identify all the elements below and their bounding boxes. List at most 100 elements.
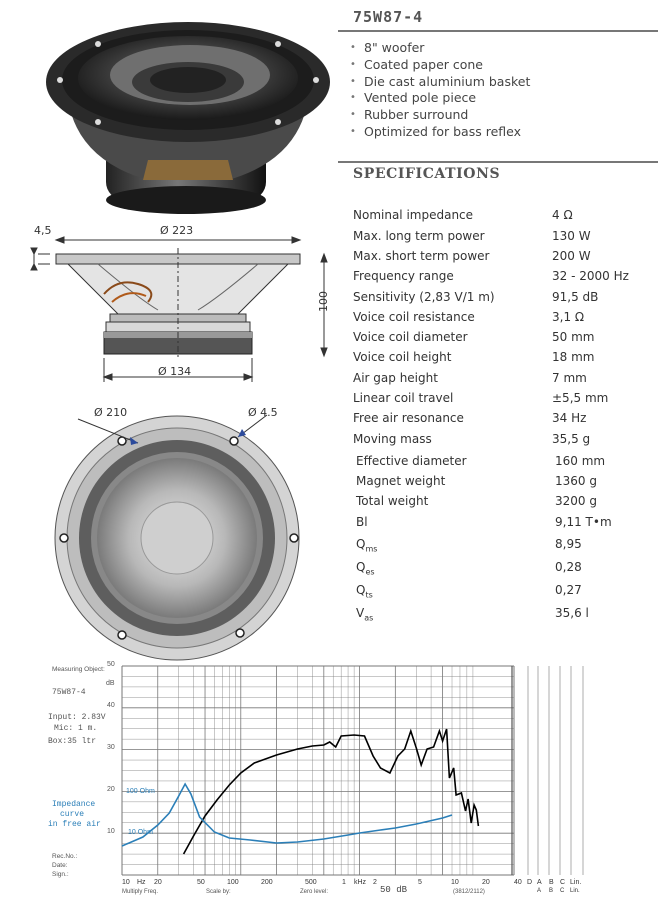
spec-row: Air gap height 7 mm	[353, 368, 653, 388]
spec-row: Max. long term power 130 W	[353, 226, 653, 246]
feature-item: Rubber surround	[348, 107, 530, 124]
spec-label: Total weight	[356, 494, 429, 508]
spec-value: 3200 g	[555, 494, 597, 508]
weighting-header: D	[527, 879, 533, 886]
rec-no-label: Rec.No.:	[52, 853, 78, 860]
x-tick-label: 20	[482, 879, 490, 886]
spec-row: Bl 9,11 T•m	[356, 512, 656, 532]
spec-row: Qts 0,27	[356, 580, 656, 600]
x-tick-label: Hz	[137, 879, 146, 886]
spec-row: Total weight 3200 g	[356, 491, 656, 511]
spec-value: 200 W	[552, 249, 591, 263]
spec-label: Qts	[356, 580, 373, 605]
spec-row: Voice coil diameter 50 mm	[353, 327, 653, 347]
spec-row: Voice coil resistance 3,1 Ω	[353, 307, 653, 327]
spec-row: Vas 35,6 l	[356, 603, 656, 623]
impedance-note-line: Impedance	[52, 800, 96, 809]
specifications-title: SPECIFICATIONS	[353, 166, 501, 182]
spec-row: Effective diameter 160 mm	[356, 451, 656, 471]
spec-label: Nominal impedance	[353, 208, 474, 222]
spec-label: Air gap height	[353, 371, 438, 385]
x-tick-label: 5	[418, 879, 422, 886]
side-dimension-drawing	[30, 236, 328, 382]
model-title: 75W87-4	[353, 8, 424, 26]
spec-value: 34 Hz	[552, 411, 587, 425]
weighting-footer: Lin.	[570, 888, 580, 894]
spec-label: Effective diameter	[356, 454, 467, 468]
y-tick-label: 20	[107, 786, 115, 793]
magnet-width-label: Ø 134	[158, 365, 192, 378]
weighting-header: Lin.	[570, 879, 582, 886]
spec-value: 91,5 dB	[552, 290, 599, 304]
spec-value: 35,5 g	[552, 432, 591, 446]
spec-symbol: V	[356, 606, 365, 620]
weighting-header: B	[549, 879, 554, 886]
front-hole-label: Ø 4.5	[248, 406, 278, 419]
side-height-label: 100	[317, 291, 330, 312]
spec-label: Voice coil height	[353, 350, 452, 364]
feature-item: Optimized for bass reflex	[348, 124, 530, 141]
spec-row: Qms 8,95	[356, 534, 656, 554]
spec-value: ±5,5 mm	[552, 391, 609, 405]
y-tick-label: 10	[107, 828, 115, 835]
spec-value: 32 - 2000 Hz	[552, 269, 629, 283]
spec-subscript: ms	[365, 544, 378, 554]
spec-row: Magnet weight 1360 g	[356, 471, 656, 491]
spec-value: 160 mm	[555, 454, 606, 468]
spec-value: 3,1 Ω	[552, 310, 585, 324]
feature-list: 8" woofer Coated paper cone Die cast alu…	[348, 40, 530, 141]
measuring-object-value: 75W87-4	[52, 688, 86, 697]
spec-row: Nominal impedance 4 Ω	[353, 205, 653, 225]
sign-label: Sign.:	[52, 871, 69, 878]
specs-rule	[338, 161, 658, 163]
measurement-info-panel: Measuring Object: 75W87-4 Input: 2.83V M…	[46, 660, 116, 904]
weighting-header: A	[537, 879, 542, 886]
impedance-note-line: in free air	[48, 820, 101, 829]
spec-symbol: Q	[356, 537, 366, 551]
spec-label: Voice coil resistance	[353, 310, 475, 324]
impedance-curve	[121, 782, 453, 847]
spec-subscript: es	[365, 567, 375, 577]
x-tick-label: 10	[122, 879, 130, 886]
spec-label: Free air resonance	[353, 411, 464, 425]
spec-label: Moving mass	[353, 432, 432, 446]
spec-subscript: ts	[365, 590, 373, 600]
form-code: (3812/2112)	[453, 889, 485, 895]
y-tick-label: 50	[107, 661, 115, 668]
multiply-freq-label: Multiply Freq.	[122, 889, 159, 895]
side-width-label: Ø 223	[160, 224, 194, 237]
spec-row: Frequency range 32 - 2000 Hz	[353, 266, 653, 286]
spec-value: 0,27	[555, 583, 582, 597]
spec-label: Max. long term power	[353, 229, 485, 243]
spec-row: Linear coil travel ±5,5 mm	[353, 388, 653, 408]
weighting-footer: B	[549, 888, 554, 894]
woofer-product-photo	[46, 22, 330, 214]
spec-value: 7 mm	[552, 371, 587, 385]
spec-value: 1360 g	[555, 474, 597, 488]
feature-item: Die cast aluminium basket	[348, 74, 530, 91]
x-tick-label: 500	[305, 879, 317, 886]
x-tick-label: 10	[451, 879, 459, 886]
measurement-mic: Mic: 1 m.	[54, 724, 98, 733]
frequency-response-curve	[182, 728, 480, 855]
spec-value: 130 W	[552, 229, 591, 243]
spec-row: Free air resonance 34 Hz	[353, 408, 653, 428]
x-tick-label: kHz	[354, 879, 367, 886]
x-tick-label: 50	[197, 879, 205, 886]
spec-label: Vas	[356, 603, 373, 628]
spec-value: 9,11 T•m	[555, 515, 612, 529]
weighting-header: C	[560, 879, 566, 886]
spec-value: 50 mm	[552, 330, 595, 344]
spec-label: Frequency range	[353, 269, 454, 283]
scale-by-label: Scale by:	[206, 889, 231, 895]
frequency-response-graph	[121, 665, 584, 876]
spec-label: Qes	[356, 557, 375, 582]
spec-row: Max. short term power 200 W	[353, 246, 653, 266]
date-label: Date:	[52, 862, 68, 869]
spec-label: Magnet weight	[356, 474, 446, 488]
spec-row: Qes 0,28	[356, 557, 656, 577]
title-rule	[338, 30, 658, 32]
x-tick-label: 20	[154, 879, 162, 886]
x-tick-label: 40	[514, 879, 522, 886]
x-tick-label: 1	[342, 879, 346, 886]
